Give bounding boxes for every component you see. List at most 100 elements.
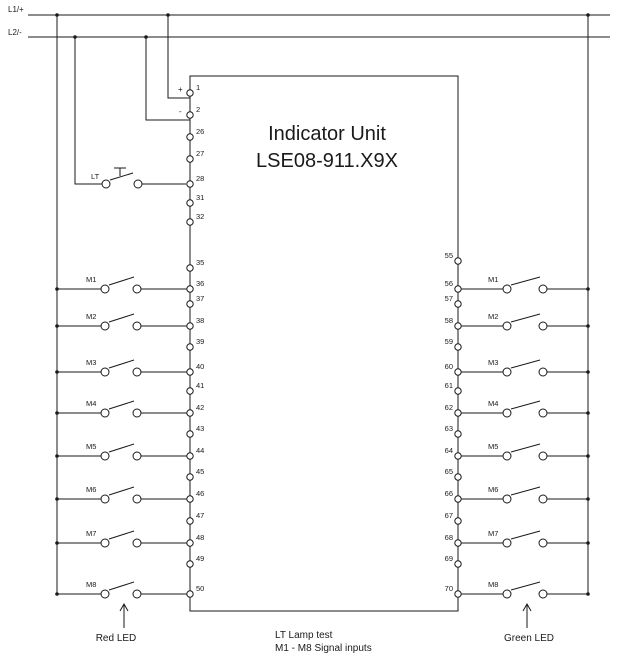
terminal-38 (186, 322, 194, 330)
terminal-1 (186, 89, 194, 97)
contact-circle (132, 451, 142, 461)
terminal-27 (186, 155, 194, 163)
terminal-63 (454, 430, 462, 438)
junction-dot (55, 370, 59, 374)
terminal-45 (186, 473, 194, 481)
terminal-number: 47 (196, 511, 204, 520)
terminal-66 (454, 495, 462, 503)
signal-label: M8 (86, 580, 96, 589)
terminal-36 (186, 285, 194, 293)
terminal-40 (186, 368, 194, 376)
switch-blade (510, 359, 541, 369)
terminal-number: 46 (196, 489, 204, 498)
terminal-number: 2 (196, 105, 200, 114)
switch-blade (510, 486, 541, 496)
switch-blade (109, 172, 134, 181)
junction-dot (55, 324, 59, 328)
contact-circle (132, 284, 142, 294)
signal-label: M1 (488, 275, 498, 284)
contact-circle (502, 494, 512, 504)
junction-dot (586, 370, 590, 374)
terminal-number: 57 (445, 294, 453, 303)
contact-circle (132, 538, 142, 548)
junction-dot (55, 411, 59, 415)
contact-circle (100, 284, 110, 294)
terminal-number: 65 (445, 467, 453, 476)
terminal-number: 32 (196, 212, 204, 221)
terminal-35 (186, 264, 194, 272)
junction-dot (55, 287, 59, 291)
contact-circle (101, 179, 111, 189)
terminal-number: 44 (196, 446, 204, 455)
junction-dot (144, 35, 148, 39)
contact-circle (538, 538, 548, 548)
switch-blade (108, 443, 135, 453)
terminal-number: 45 (196, 467, 204, 476)
terminal-56 (454, 285, 462, 293)
junction-dot (55, 13, 59, 17)
contact-circle (100, 494, 110, 504)
terminal-number: 39 (196, 337, 204, 346)
junction-dot (55, 497, 59, 501)
contact-circle (132, 321, 142, 331)
signal-label: M7 (86, 529, 96, 538)
junction-dot (55, 541, 59, 545)
terminal-26 (186, 133, 194, 141)
contact-circle (538, 408, 548, 418)
terminal-48 (186, 539, 194, 547)
terminal-number: 49 (196, 554, 204, 563)
terminal-number: 43 (196, 424, 204, 433)
contact-circle (132, 408, 142, 418)
terminal-39 (186, 343, 194, 351)
terminal-31 (186, 199, 194, 207)
terminal-37 (186, 300, 194, 308)
switch-blade (510, 276, 541, 286)
contact-circle (502, 284, 512, 294)
terminal-55 (454, 257, 462, 265)
terminal-43 (186, 430, 194, 438)
terminal-number: 28 (196, 174, 204, 183)
legend-signal-inputs: M1 - M8 Signal inputs (275, 643, 372, 654)
switch-blade (108, 530, 135, 540)
terminal-number: 50 (196, 584, 204, 593)
contact-circle (502, 589, 512, 599)
signal-label: M5 (488, 442, 498, 451)
terminal-number: 61 (445, 381, 453, 390)
terminal-number: 62 (445, 403, 453, 412)
terminal-65 (454, 473, 462, 481)
contact-circle (538, 367, 548, 377)
terminal-number: 69 (445, 554, 453, 563)
terminal-number: 60 (445, 362, 453, 371)
contact-circle (132, 589, 142, 599)
terminal-60 (454, 368, 462, 376)
supply-rails: L1/+ L2/- + - (8, 5, 610, 594)
junction-dot (166, 13, 170, 17)
contact-circle (538, 321, 548, 331)
junction-dot (55, 454, 59, 458)
terminal-58 (454, 322, 462, 330)
contact-circle (538, 494, 548, 504)
terminal-number: 68 (445, 533, 453, 542)
terminal-number: 26 (196, 127, 204, 136)
unit-model: LSE08-911.X9X (256, 150, 398, 172)
terminal-number: 67 (445, 511, 453, 520)
signal-label: M8 (488, 580, 498, 589)
signal-label: M1 (86, 275, 96, 284)
terminal-number: 37 (196, 294, 204, 303)
signal-label: M4 (488, 399, 498, 408)
rail-l2-label: L2/- (8, 28, 22, 37)
terminal-49 (186, 560, 194, 568)
terminal-number: 64 (445, 446, 453, 455)
terminal-number: 36 (196, 279, 204, 288)
junction-dot (586, 497, 590, 501)
contact-circle (538, 589, 548, 599)
left-terminal-strip: 1226272831323536373839404142434445464748… (186, 83, 204, 598)
contact-circle (502, 321, 512, 331)
terminal-70 (454, 590, 462, 598)
terminal-68 (454, 539, 462, 547)
junction-dot (586, 411, 590, 415)
plus-sign: + (178, 85, 183, 94)
terminal-number: 42 (196, 403, 204, 412)
